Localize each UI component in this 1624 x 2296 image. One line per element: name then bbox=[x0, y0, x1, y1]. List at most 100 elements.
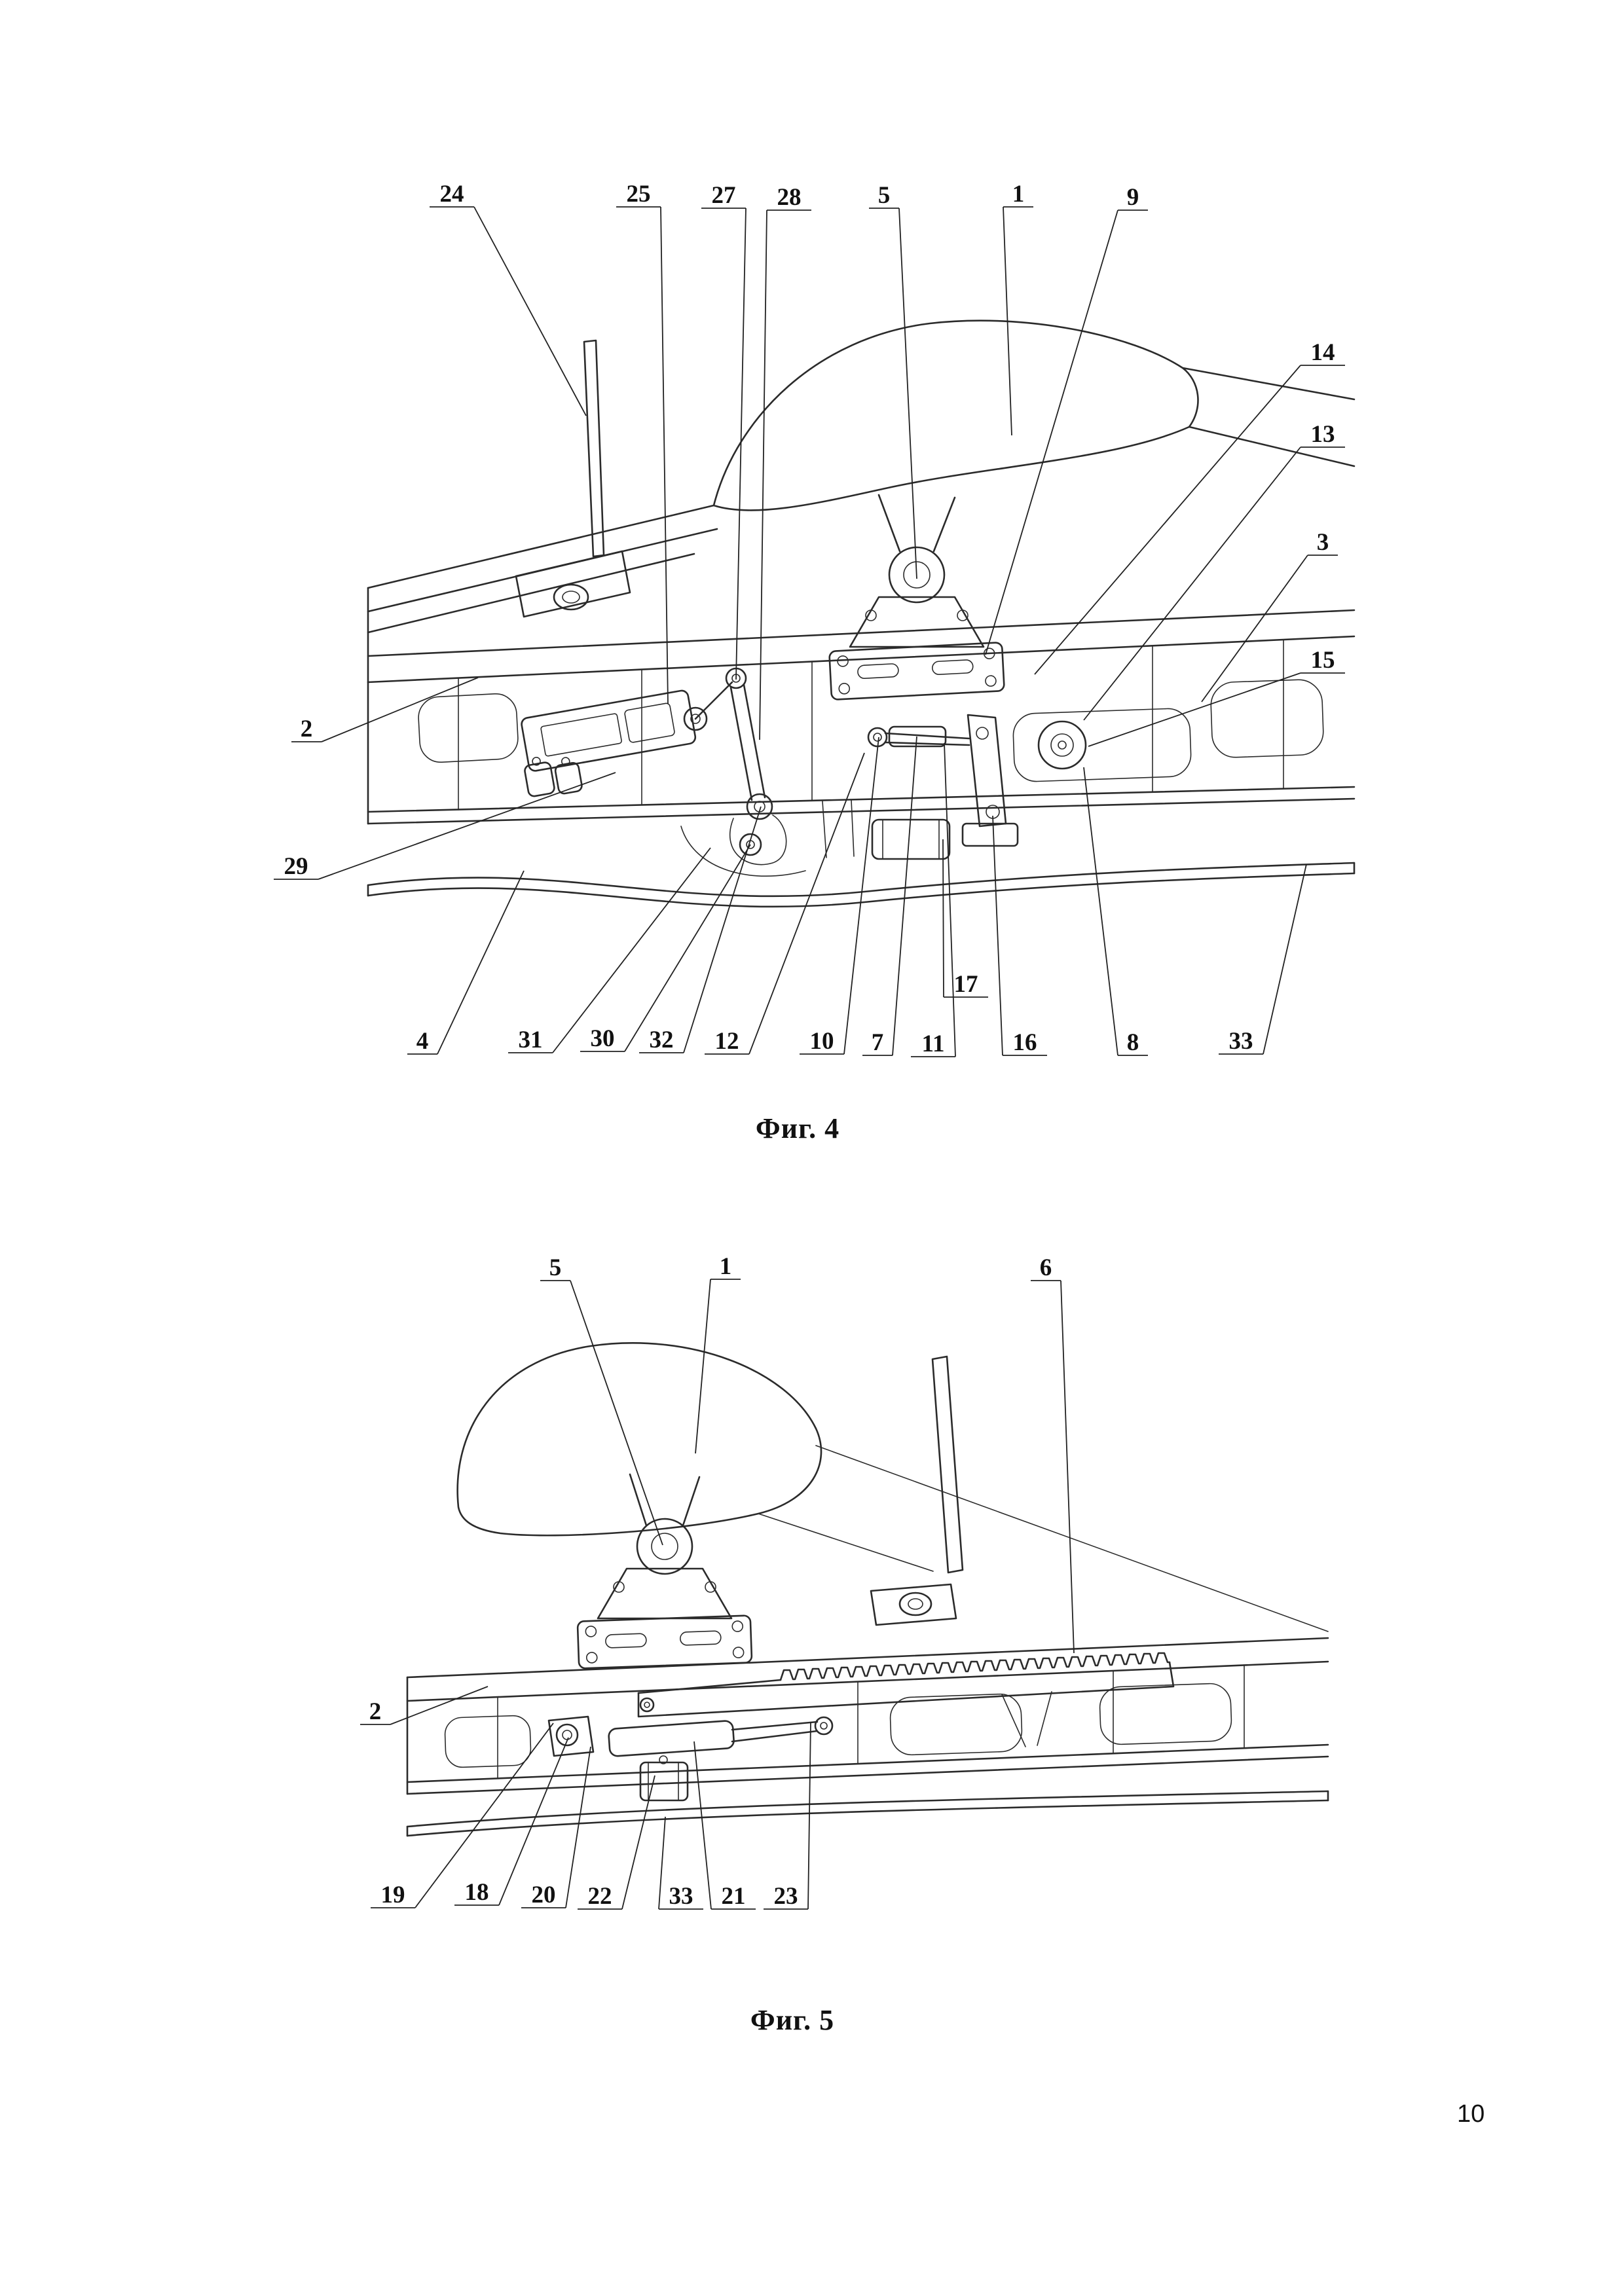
fig4-pivot-mount bbox=[1012, 708, 1192, 782]
callout-label-fig4-7: 7 bbox=[872, 1029, 884, 1056]
callout-leader-fig5-18 bbox=[454, 1737, 569, 1906]
fig4-center-bracket bbox=[828, 596, 1005, 701]
callout-leader-fig4-15 bbox=[1088, 672, 1345, 747]
callout-label-fig4-16: 16 bbox=[1013, 1029, 1037, 1056]
callout-label-fig5-23: 23 bbox=[774, 1883, 798, 1910]
callout-leader-fig5-6 bbox=[1031, 1280, 1075, 1654]
callout-leader-fig5-19 bbox=[371, 1722, 554, 1908]
callout-label-fig4-4: 4 bbox=[416, 1028, 429, 1055]
figure-4-caption: Фиг. 4 bbox=[755, 1112, 840, 1144]
callout-label-fig4-12: 12 bbox=[715, 1028, 739, 1055]
callout-label-fig4-14: 14 bbox=[1311, 339, 1335, 366]
callout-label-fig5-21: 21 bbox=[722, 1883, 746, 1910]
callout-leader-fig5-23 bbox=[764, 1721, 811, 1910]
callout-label-fig4-9: 9 bbox=[1127, 184, 1139, 211]
callout-leader-fig4-7 bbox=[862, 736, 917, 1056]
callout-label-fig4-15: 15 bbox=[1311, 647, 1335, 674]
callout-label-fig5-20: 20 bbox=[532, 1882, 556, 1908]
callout-label-fig5-19: 19 bbox=[381, 1882, 405, 1908]
callout-label-fig5-2: 2 bbox=[369, 1698, 382, 1725]
callout-label-fig4-28: 28 bbox=[777, 184, 802, 211]
callout-leader-fig4-3 bbox=[1201, 555, 1338, 702]
callout-label-fig5-22: 22 bbox=[588, 1883, 612, 1910]
fig5-actuator bbox=[547, 1715, 834, 1802]
fig4-drive-unit bbox=[521, 689, 708, 797]
callout-leader-fig4-17 bbox=[942, 839, 988, 998]
callout-label-fig5-33: 33 bbox=[669, 1883, 693, 1910]
callout-leader-fig4-11 bbox=[911, 742, 956, 1057]
callout-leader-fig5-20 bbox=[521, 1746, 591, 1908]
callout-label-fig5-18: 18 bbox=[465, 1879, 489, 1906]
callout-label-fig4-30: 30 bbox=[591, 1025, 615, 1052]
page-number: 10 bbox=[1457, 2100, 1485, 2128]
callout-leader-fig4-31 bbox=[508, 847, 711, 1053]
callout-label-fig4-5: 5 bbox=[878, 182, 891, 209]
callout-leader-fig4-25 bbox=[616, 206, 669, 704]
callout-label-fig4-24: 24 bbox=[440, 181, 464, 208]
callout-label-fig4-11: 11 bbox=[922, 1030, 945, 1057]
fig4-support-arm bbox=[961, 714, 1019, 847]
callout-label-fig4-3: 3 bbox=[1317, 529, 1329, 556]
callout-leader-fig4-2 bbox=[291, 677, 479, 742]
callout-leader-fig4-1 bbox=[1003, 206, 1033, 436]
callout-leader-fig5-21 bbox=[693, 1741, 756, 1910]
callout-leader-fig4-13 bbox=[1083, 446, 1345, 721]
callout-label-fig4-33: 33 bbox=[1229, 1028, 1253, 1055]
callout-leader-fig4-30 bbox=[580, 844, 751, 1052]
callout-label-fig4-13: 13 bbox=[1311, 421, 1335, 448]
fig4-hydraulic-cylinder bbox=[867, 725, 970, 748]
fig4-linkage bbox=[694, 667, 787, 866]
fig4-support-blade bbox=[583, 339, 605, 558]
callout-label-fig4-17: 17 bbox=[954, 971, 978, 998]
callout-label-fig4-2: 2 bbox=[301, 716, 313, 742]
callout-leader-fig4-4 bbox=[407, 870, 525, 1055]
callout-label-fig5-1: 1 bbox=[720, 1253, 732, 1280]
callout-label-fig4-27: 27 bbox=[712, 182, 736, 209]
fig4-upper-rail bbox=[367, 587, 1356, 683]
fig5-center-bracket bbox=[576, 1473, 753, 1669]
callout-label-fig5-6: 6 bbox=[1040, 1254, 1052, 1281]
fig5-support-blade bbox=[931, 1355, 964, 1574]
figure-5-callouts: 5 1 6 2 19 18 20 22 33 21 23 bbox=[360, 1253, 1075, 1910]
callout-leader-fig5-5 bbox=[540, 1280, 663, 1546]
fig5-beam-web bbox=[406, 1637, 1329, 1795]
figure-4-drawing bbox=[367, 319, 1356, 908]
callout-leader-fig4-5 bbox=[869, 208, 917, 579]
callout-leader-fig5-2 bbox=[360, 1686, 489, 1725]
callout-leader-fig5-33 bbox=[658, 1816, 703, 1910]
callout-leader-fig4-32 bbox=[639, 806, 762, 1053]
callout-label-fig5-5: 5 bbox=[549, 1254, 562, 1281]
fig5-bottom-panel bbox=[406, 1790, 1329, 1837]
figure-5-caption: Фиг. 5 bbox=[750, 2004, 835, 2036]
callout-label-fig4-29: 29 bbox=[284, 853, 308, 880]
fig4-wing-flap-profile bbox=[712, 319, 1356, 511]
callout-label-fig4-32: 32 bbox=[650, 1027, 674, 1053]
callout-leader-fig4-28 bbox=[759, 210, 811, 740]
figure-4-callouts: 24 25 27 28 5 1 9 14 13 3 15 2 29 17 4 31 30 32 12 10 7 11 16 8… bbox=[274, 181, 1345, 1057]
callout-leader-fig4-16 bbox=[992, 815, 1047, 1056]
callout-leader-fig4-12 bbox=[705, 752, 865, 1055]
callout-leader-fig4-9 bbox=[985, 210, 1148, 655]
callout-leader-fig5-1 bbox=[695, 1279, 741, 1454]
callout-label-fig4-8: 8 bbox=[1127, 1029, 1139, 1056]
callout-leader-fig4-29 bbox=[274, 772, 616, 880]
fig5-wing-flap-profile bbox=[456, 1342, 1329, 1632]
callout-leader-fig4-33 bbox=[1219, 864, 1307, 1055]
fig5-gear-rack bbox=[637, 1652, 1175, 1718]
fig4-bottom-panel bbox=[367, 862, 1356, 908]
callout-leader-fig4-10 bbox=[800, 737, 879, 1055]
callout-label-fig4-31: 31 bbox=[519, 1027, 543, 1053]
fig5-right-bracket bbox=[870, 1583, 957, 1626]
fig4-upper-skin bbox=[367, 504, 718, 634]
callout-label-fig4-25: 25 bbox=[627, 181, 651, 208]
fig4-main-bearing bbox=[877, 494, 956, 604]
callout-leader-fig4-24 bbox=[430, 206, 587, 416]
callout-leader-fig4-8 bbox=[1083, 767, 1148, 1056]
callout-leader-fig4-14 bbox=[1034, 365, 1345, 675]
callout-label-fig4-1: 1 bbox=[1012, 181, 1025, 208]
callout-leader-fig4-27 bbox=[701, 208, 747, 680]
fig4-beam-web bbox=[367, 639, 1356, 877]
callout-label-fig4-10: 10 bbox=[810, 1028, 834, 1055]
